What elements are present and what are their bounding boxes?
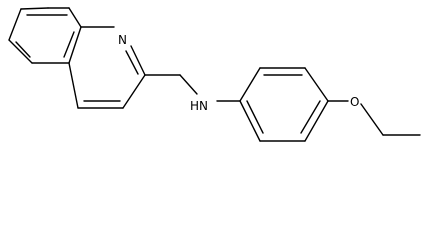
double-bond xyxy=(246,100,264,134)
bond xyxy=(304,100,329,142)
bond xyxy=(130,45,146,76)
atom-label-amine: HN xyxy=(190,99,208,113)
bond xyxy=(8,8,22,41)
double-bond xyxy=(63,31,75,58)
phenyl-ring xyxy=(239,67,329,142)
quinoline-pyridine-ring xyxy=(68,26,146,109)
structure-canvas: N HN O xyxy=(8,7,421,142)
bond xyxy=(122,74,146,109)
bond xyxy=(239,67,261,102)
bond xyxy=(239,100,261,142)
bond xyxy=(68,62,79,109)
atom-label-oxygen: O xyxy=(350,95,359,109)
bond xyxy=(20,7,49,10)
double-bond xyxy=(125,50,139,75)
double-bond xyxy=(15,41,31,58)
bond xyxy=(68,26,82,64)
double-bond xyxy=(300,100,321,134)
chemical-structure-drawing: N HN O xyxy=(8,7,421,142)
atom-label-nitrogen: N xyxy=(118,33,127,47)
quinoline-benzo-ring xyxy=(8,7,82,64)
bond xyxy=(8,39,33,64)
bond xyxy=(68,7,82,28)
amine-bond xyxy=(179,74,198,95)
bond xyxy=(304,67,329,102)
oxygen-ethyl-bond xyxy=(360,103,384,136)
